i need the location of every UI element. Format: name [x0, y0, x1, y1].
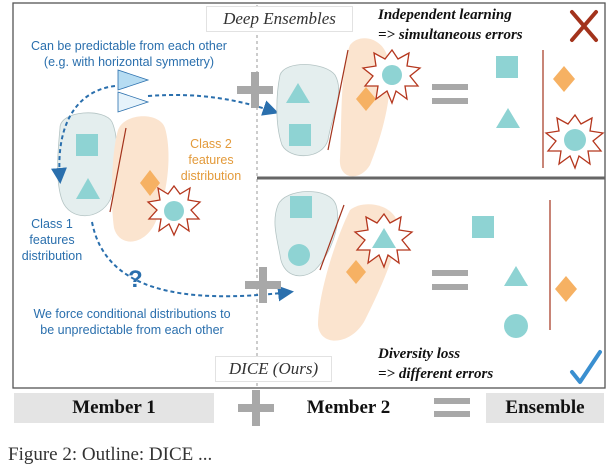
member1-label: Member 1	[14, 393, 214, 423]
equals-icon	[432, 270, 468, 290]
class1-label: Class 1 features distribution	[18, 216, 86, 264]
force-note: We force conditional distributions to be…	[14, 306, 250, 338]
class1-line3: distribution	[21, 249, 83, 263]
triangle-icon	[117, 91, 150, 113]
bottom-panel-title: DICE (Ours)	[215, 356, 332, 382]
plus-icon	[245, 267, 281, 303]
arrow-to-bottom-member	[91, 221, 294, 302]
class2-label: Class 2 features distribution	[172, 136, 250, 184]
figure-frame	[12, 2, 606, 389]
circle-icon	[564, 129, 586, 151]
top-panel-note: Independent learning => simultaneous err…	[378, 5, 568, 45]
diagram-canvas	[12, 2, 606, 389]
class2-distribution-blob	[111, 116, 169, 242]
cross-mark-icon	[570, 10, 598, 42]
square-icon	[289, 124, 311, 146]
predictable-line1: Can be predictable from each other	[31, 39, 227, 53]
circle-icon	[382, 65, 402, 85]
top-note-line2: => simultaneous errors	[378, 27, 523, 43]
top-note-line1: Independent learning	[378, 7, 512, 23]
bottom-note-line1: Diversity loss	[378, 346, 461, 362]
question-mark: ?	[128, 266, 143, 293]
triangle-icon	[76, 178, 100, 199]
equals-icon	[434, 398, 470, 417]
top-ensemble-illustration	[496, 50, 605, 170]
predictable-line2: (e.g. with horizontal symmetry)	[43, 55, 215, 69]
decision-boundary	[109, 127, 127, 213]
check-mark-icon	[570, 350, 602, 384]
triangle-icon	[504, 266, 528, 286]
arrow-to-class1	[51, 85, 116, 184]
circle-icon	[288, 244, 310, 266]
square-icon	[496, 56, 518, 78]
class2-line3: distribution	[180, 169, 242, 183]
left-illustration	[51, 69, 294, 302]
bottom-member2-illustration	[274, 191, 414, 341]
bottom-panel-note: Diversity loss => different errors	[378, 344, 568, 384]
top-panel-title: Deep Ensembles	[206, 6, 353, 32]
equals-icon	[432, 84, 468, 104]
square-icon	[472, 216, 494, 238]
plus-icon	[238, 390, 274, 426]
triangle-icon	[286, 83, 310, 103]
bottom-ensemble-illustration	[472, 200, 577, 338]
ensemble-label: Ensemble	[486, 393, 604, 423]
arrow-to-top-member	[147, 93, 279, 116]
diamond-icon	[140, 170, 160, 196]
circle-icon	[504, 314, 528, 338]
diamond-icon	[346, 260, 366, 284]
top-member2-illustration	[276, 38, 422, 177]
diamond-icon	[553, 66, 575, 92]
predictable-note: Can be predictable from each other (e.g.…	[14, 38, 244, 70]
diamond-icon	[356, 87, 376, 111]
class1-line1: Class 1	[31, 217, 73, 231]
class1-line2: features	[29, 233, 75, 247]
square-icon	[76, 134, 98, 156]
circle-icon	[164, 201, 184, 221]
force-line1: We force conditional distributions to	[33, 307, 231, 321]
triangle-icon	[117, 69, 150, 91]
force-line2: be unpredictable from each other	[40, 323, 224, 337]
class2-line1: Class 2	[190, 137, 232, 151]
triangle-icon	[496, 108, 520, 128]
triangle-icon	[372, 228, 396, 248]
square-icon	[290, 196, 312, 218]
diamond-icon	[555, 276, 577, 302]
figure-caption: Figure 2: Outline: DICE ...	[8, 444, 213, 465]
class2-line2: features	[188, 153, 234, 167]
member2-label: Member 2	[286, 393, 411, 423]
plus-icon	[237, 72, 273, 108]
class1-distribution-blob	[57, 112, 118, 217]
bottom-note-line2: => different errors	[378, 366, 494, 382]
